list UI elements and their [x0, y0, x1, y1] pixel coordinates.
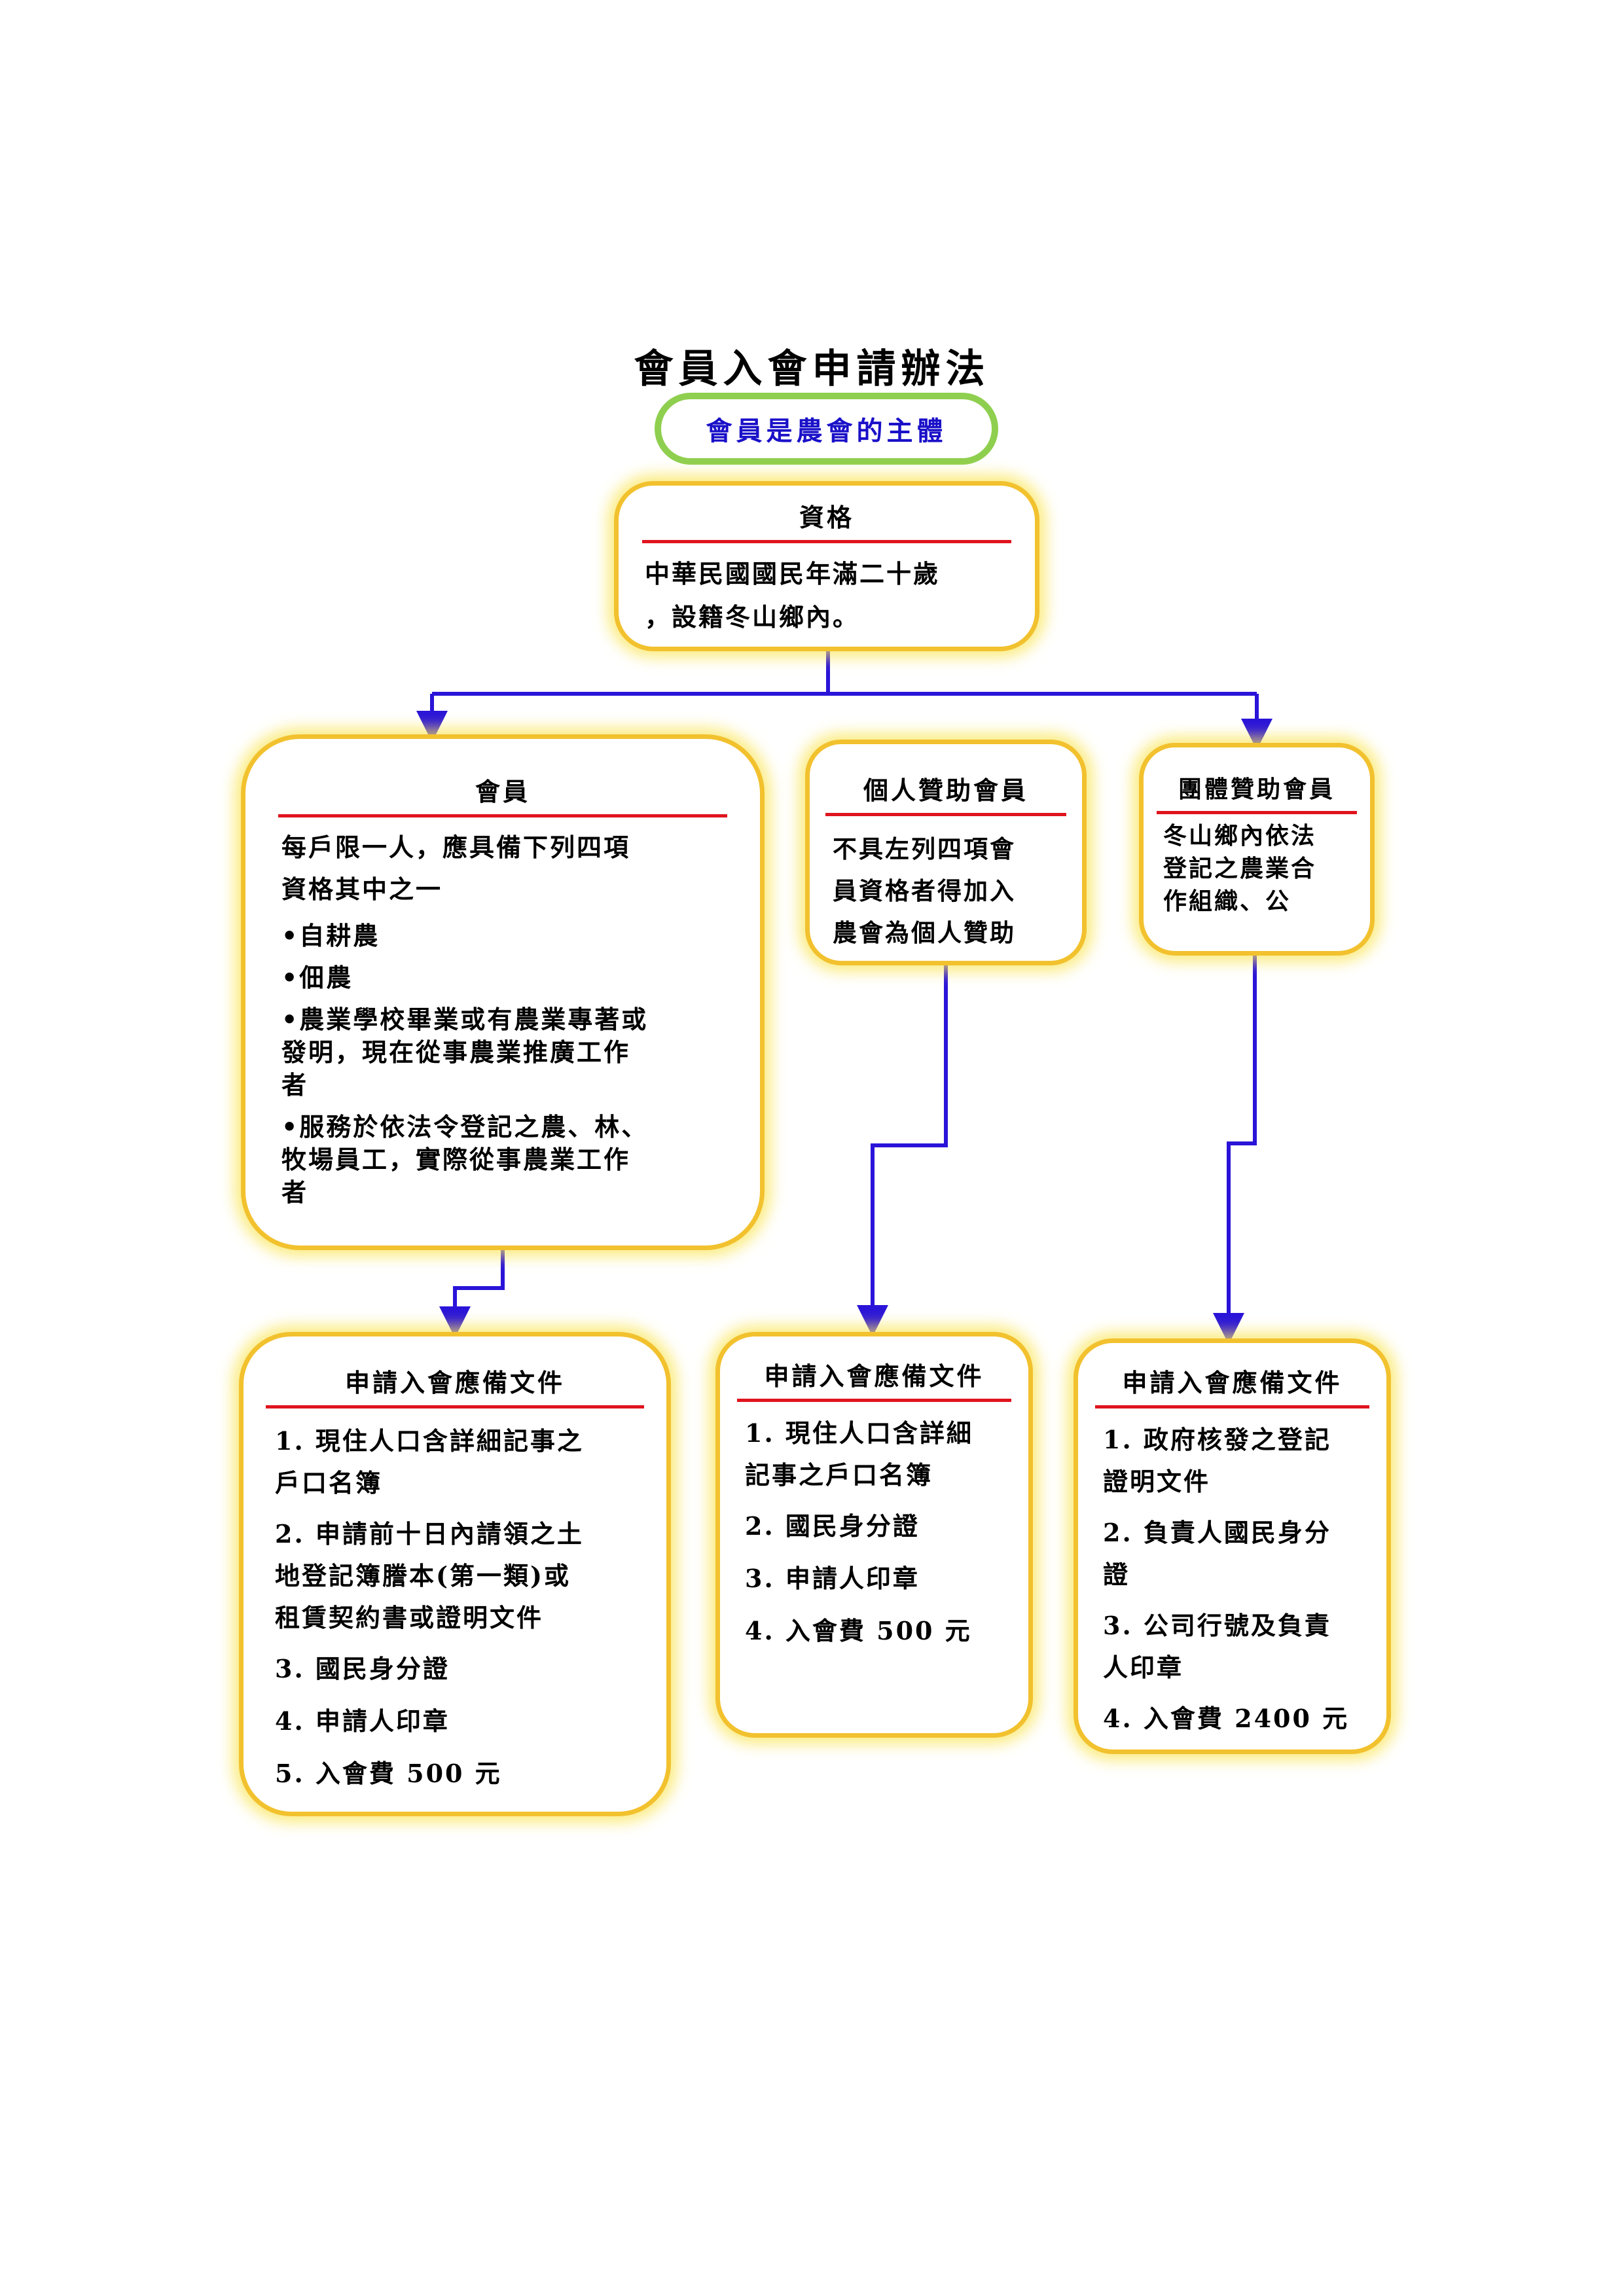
document-item-line: 租賃契約書或證明文件: [275, 1603, 544, 1632]
member-intro-line: 每戶限一人，應具備下列四項: [281, 833, 631, 862]
member-documents-list: 1. 現住人口含詳細記事之 戶口名簿 2. 申請前十日內請領之土 地登記簿謄本(…: [244, 1408, 666, 1795]
document-item: 3. 國民身分證: [275, 1648, 640, 1690]
subtitle-badge: 會員是農會的主體: [655, 393, 998, 465]
member-condition: •佃農: [281, 961, 734, 994]
member-intro: 每戶限一人，應具備下列四項 資格其中之一: [281, 827, 734, 910]
member-heading: 會員: [278, 739, 727, 817]
member-condition-line: •服務於依法令登記之農、林、: [281, 1112, 649, 1141]
group-sponsor-box: 團體贊助會員 冬山鄉內依法 登記之農業合 作組織、公: [1139, 743, 1375, 956]
document-item-line: 1. 政府核發之登記: [1103, 1425, 1331, 1454]
member-condition: •服務於依法令登記之農、林、 牧場員工，實際從事農業工作 者: [281, 1111, 734, 1209]
document-item-line: 4. 入會費 2400 元: [1103, 1704, 1350, 1733]
group-sponsor-line: 登記之農業合: [1163, 855, 1317, 882]
document-item-line: 證明文件: [1103, 1467, 1211, 1496]
group-documents-box: 申請入會應備文件 1. 政府核發之登記 證明文件 2. 負責人國民身分 證 3.…: [1074, 1338, 1391, 1754]
member-condition-line: •農業學校畢業或有農業專著或: [281, 1005, 649, 1034]
individual-documents-list: 1. 現住人口含詳細 記事之戶口名簿 2. 國民身分證 3. 申請人印章 4. …: [720, 1402, 1028, 1652]
document-item-line: 3. 國民身分證: [275, 1654, 450, 1683]
individual-documents-heading: 申請入會應備文件: [737, 1336, 1011, 1402]
page-title: 會員入會申請辦法: [634, 346, 990, 392]
member-condition-line: •自耕農: [281, 921, 380, 950]
individual-sponsor-heading: 個人贊助會員: [825, 744, 1066, 816]
individual-sponsor-body: 不具左列四項會 員資格者得加入 農會為個人贊助: [810, 816, 1082, 954]
member-condition-line: 牧場員工，實際從事農業工作: [281, 1145, 631, 1174]
document-item: 4. 入會費 2400 元: [1103, 1698, 1376, 1740]
document-item: 2. 負責人國民身分 證: [1103, 1512, 1376, 1596]
document-item-line: 3. 申請人印章: [745, 1564, 920, 1593]
qualification-line: ，設籍冬山鄉內。: [645, 602, 860, 632]
member-condition: •農業學校畢業或有農業專著或 發明，現在從事農業推廣工作 者: [281, 1003, 734, 1102]
document-item: 5. 入會費 500 元: [275, 1753, 640, 1795]
member-condition: •自耕農: [281, 920, 734, 952]
subtitle-text: 會員是農會的主體: [706, 416, 947, 446]
qualification-box: 資格 中華民國國民年滿二十歲 ，設籍冬山鄉內。: [614, 481, 1039, 651]
document-item-line: 3. 公司行號及負責: [1103, 1611, 1331, 1640]
document-item-line: 人印章: [1103, 1653, 1184, 1682]
document-item: 2. 國民身分證: [745, 1505, 1018, 1547]
member-box: 會員 每戶限一人，應具備下列四項 資格其中之一 •自耕農 •佃農 •農業學校畢業…: [241, 734, 765, 1250]
member-condition-line: •佃農: [281, 963, 353, 992]
document-item-line: 證: [1103, 1560, 1130, 1589]
qualification-line: 中華民國國民年滿二十歲: [645, 559, 941, 588]
group-sponsor-body: 冬山鄉內依法 登記之農業合 作組織、公: [1144, 814, 1370, 918]
document-item-line: 地登記簿謄本(第一類)或: [275, 1561, 571, 1590]
member-condition-line: 者: [281, 1177, 309, 1207]
individual-sponsor-line: 不具左列四項會: [833, 834, 1016, 863]
member-intro-line: 資格其中之一: [281, 874, 443, 904]
document-item-line: 5. 入會費 500 元: [275, 1759, 502, 1788]
connector-group-to-docs: [1213, 956, 1257, 1344]
document-item: 1. 政府核發之登記 證明文件: [1103, 1419, 1376, 1503]
document-item-line: 戶口名簿: [275, 1468, 383, 1498]
document-item: 1. 現住人口含詳細 記事之戶口名簿: [745, 1412, 1018, 1496]
document-item-line: 2. 國民身分證: [745, 1511, 920, 1541]
document-item: 1. 現住人口含詳細記事之 戶口名簿: [275, 1420, 640, 1504]
member-documents-box: 申請入會應備文件 1. 現住人口含詳細記事之 戶口名簿 2. 申請前十日內請領之…: [239, 1332, 671, 1816]
document-item-line: 記事之戶口名簿: [745, 1460, 933, 1490]
member-documents-heading: 申請入會應備文件: [266, 1336, 644, 1408]
individual-documents-box: 申請入會應備文件 1. 現住人口含詳細 記事之戶口名簿 2. 國民身分證 3. …: [715, 1332, 1033, 1738]
member-condition-line: 發明，現在從事農業推廣工作: [281, 1037, 631, 1067]
member-condition-line: 者: [281, 1070, 309, 1100]
document-item-line: 2. 申請前十日內請領之土: [275, 1519, 584, 1549]
individual-sponsor-line: 農會為個人贊助: [833, 918, 1016, 947]
group-sponsor-heading: 團體贊助會員: [1157, 747, 1357, 814]
individual-sponsor-box: 個人贊助會員 不具左列四項會 員資格者得加入 農會為個人贊助: [805, 740, 1087, 965]
document-item-line: 4. 申請人印章: [275, 1706, 450, 1736]
document-item-line: 2. 負責人國民身分: [1103, 1518, 1331, 1547]
qualification-heading: 資格: [642, 486, 1011, 543]
member-body: 每戶限一人，應具備下列四項 資格其中之一 •自耕農 •佃農 •農業學校畢業或有農…: [245, 817, 760, 1209]
document-item: 4. 申請人印章: [275, 1700, 640, 1742]
group-sponsor-line: 作組織、公: [1163, 888, 1291, 915]
connector-member-to-docs: [439, 1250, 505, 1338]
connector-individual-to-docs: [857, 965, 948, 1336]
document-item-line: 1. 現住人口含詳細: [745, 1418, 973, 1448]
document-item-line: 1. 現住人口含詳細記事之: [275, 1426, 584, 1456]
document-item: 3. 申請人印章: [745, 1558, 1018, 1600]
document-item: 2. 申請前十日內請領之土 地登記簿謄本(第一類)或 租賃契約書或證明文件: [275, 1513, 640, 1639]
document-item: 3. 公司行號及負責 人印章: [1103, 1605, 1376, 1689]
individual-sponsor-line: 員資格者得加入: [833, 876, 1016, 905]
qualification-body: 中華民國國民年滿二十歲 ，設籍冬山鄉內。: [619, 543, 1035, 639]
group-documents-heading: 申請入會應備文件: [1095, 1343, 1369, 1408]
document-item: 4. 入會費 500 元: [745, 1610, 1018, 1652]
document-item-line: 4. 入會費 500 元: [745, 1616, 972, 1645]
group-documents-list: 1. 政府核發之登記 證明文件 2. 負責人國民身分 證 3. 公司行號及負責 …: [1078, 1408, 1386, 1740]
group-sponsor-line: 冬山鄉內依法: [1163, 822, 1317, 850]
